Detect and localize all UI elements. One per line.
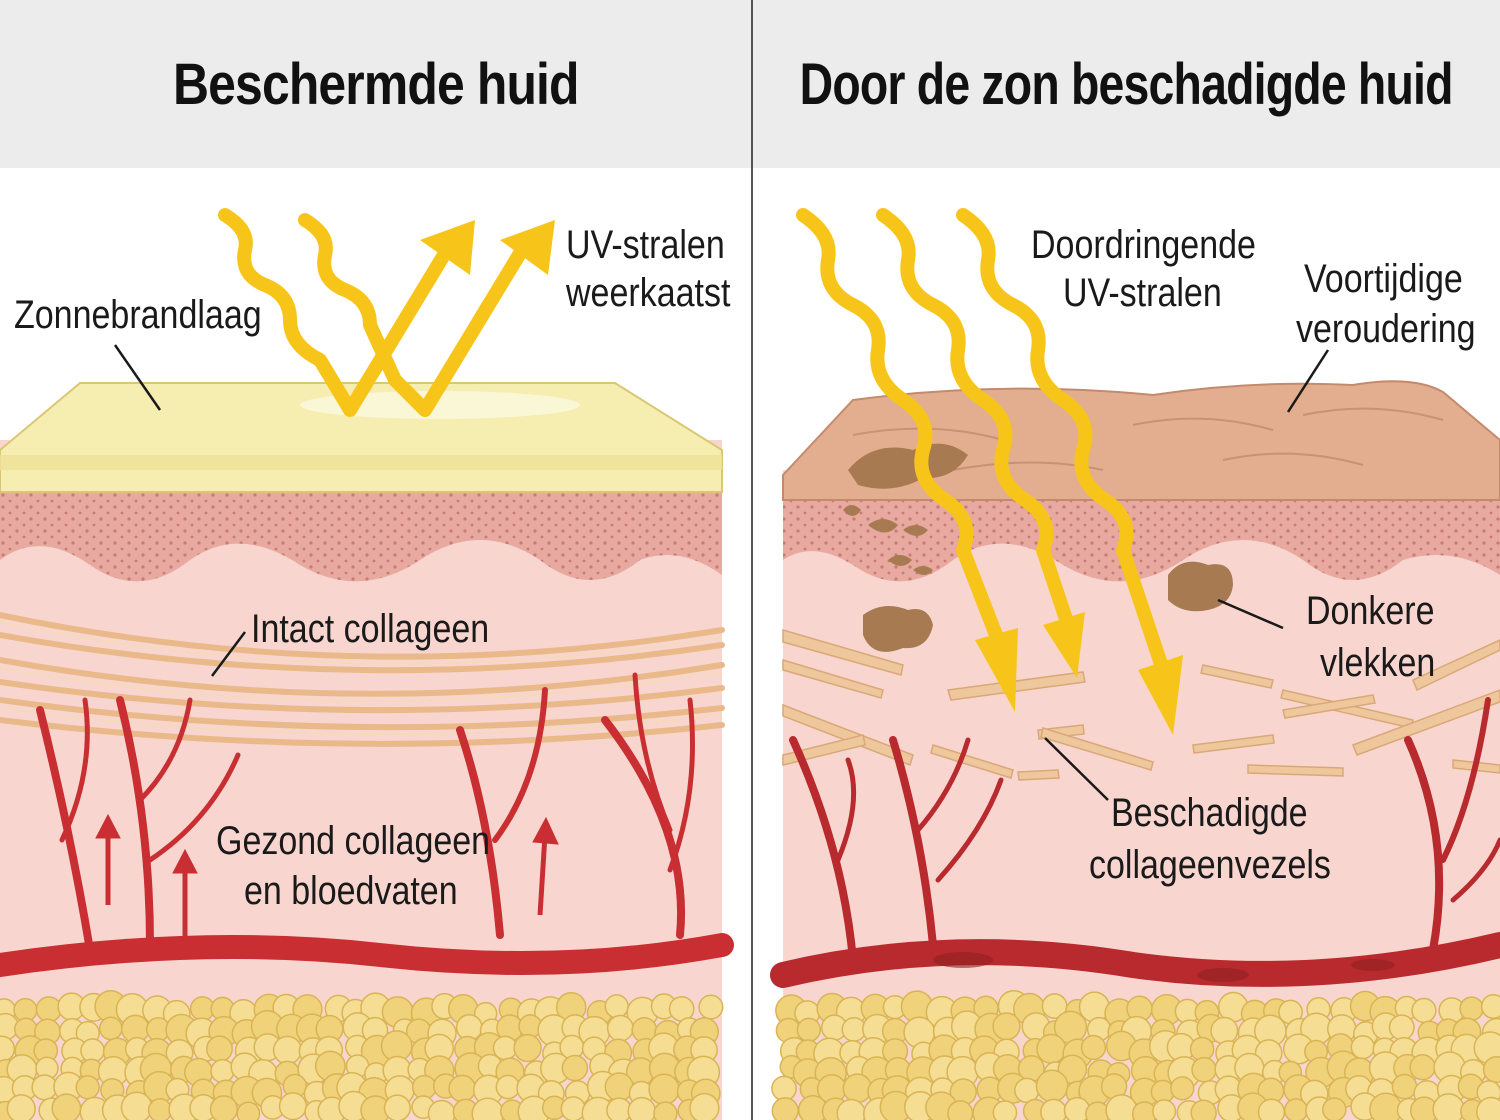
fat-cell xyxy=(1482,1055,1500,1084)
fat-cell xyxy=(1388,1014,1415,1041)
label-damaged-collagen-line1: Beschadigde xyxy=(1111,791,1308,835)
fat-cell xyxy=(842,1073,873,1104)
protected-skin-illustration xyxy=(0,208,734,1120)
fat-cell xyxy=(513,1033,542,1063)
fat-cell xyxy=(1080,1034,1107,1061)
blood-vessels xyxy=(0,672,734,977)
fat-cell xyxy=(236,1101,261,1120)
fat-cell xyxy=(992,1012,1021,1041)
label-uv-reflected-line1: UV-stralen xyxy=(566,223,725,267)
fat-cell xyxy=(1036,1033,1067,1064)
label-premature-aging-line2: veroudering xyxy=(1296,307,1476,351)
fat-cell xyxy=(51,1093,82,1120)
label-intact-collagen: Intact collageen xyxy=(251,607,490,651)
fat-cell xyxy=(1480,994,1500,1020)
fat-cell xyxy=(836,1098,866,1120)
panel-title: Beschermde huid xyxy=(172,51,580,117)
fat-cell xyxy=(1391,1073,1418,1100)
fat-cell xyxy=(606,1014,634,1042)
fat-cell xyxy=(209,1095,238,1120)
fat-layer xyxy=(0,989,724,1120)
dark-spots xyxy=(843,443,1233,652)
label-sunscreen-layer: Zonnebrandlaag xyxy=(14,293,262,337)
fat-cell xyxy=(1432,1093,1465,1120)
fat-cell xyxy=(448,1074,477,1103)
panel-divider xyxy=(751,0,753,1120)
fat-cell xyxy=(278,1092,308,1120)
fat-cell xyxy=(1210,1016,1239,1045)
panel-protected-skin: Beschermde huid xyxy=(0,0,751,1120)
fat-cell xyxy=(771,1097,799,1120)
fat-cell xyxy=(427,1099,456,1120)
uv-rays-penetrating xyxy=(796,208,1170,677)
fat-cell xyxy=(1409,1054,1436,1081)
fat-cell xyxy=(120,1091,153,1120)
fat-cell xyxy=(1035,1069,1069,1103)
fat-cell xyxy=(1322,1097,1347,1120)
fat-cell xyxy=(796,1017,822,1043)
fat-cell xyxy=(1040,1098,1068,1120)
fat-cell xyxy=(1170,1076,1195,1101)
blood-flow-arrows xyxy=(95,813,559,940)
label-healthy-line1: Gezond collageen xyxy=(216,819,491,863)
damaged-skin-illustration xyxy=(770,208,1500,1120)
broken-collagen-fibers xyxy=(782,629,1500,781)
fat-cell xyxy=(604,1072,634,1102)
fat-cell xyxy=(653,1101,678,1120)
fat-cell xyxy=(1152,1099,1177,1120)
fat-layer xyxy=(771,989,1500,1120)
panel-sun-damaged-skin: Door de zon beschadigde huid xyxy=(753,0,1500,1120)
fat-cell xyxy=(1369,1092,1403,1120)
fat-cell xyxy=(1078,991,1111,1023)
fat-cell xyxy=(495,1074,521,1100)
uv-rays-reflected xyxy=(218,208,532,417)
fat-cell xyxy=(31,1074,58,1101)
fat-cell xyxy=(98,1016,123,1041)
fat-cell xyxy=(1459,996,1484,1021)
label-premature-aging-line1: Voortijdige xyxy=(1304,257,1463,301)
fat-cell xyxy=(1191,1056,1217,1083)
panel-header: Beschermde huid xyxy=(0,0,751,168)
fat-cell xyxy=(1257,1098,1286,1120)
label-dark-spots-line2: vlekken xyxy=(1320,641,1436,685)
label-damaged-collagen-line2: collageenvezels xyxy=(1089,843,1331,887)
fat-cell xyxy=(383,1094,411,1120)
fat-cell xyxy=(6,1094,36,1120)
fat-cell xyxy=(1283,1098,1309,1120)
fat-cell xyxy=(698,994,724,1020)
fat-cell xyxy=(272,1035,303,1065)
fat-cell xyxy=(75,1075,100,1100)
fat-cell xyxy=(947,1100,974,1120)
panel-title: Door de zon beschadigde huid xyxy=(800,51,1454,117)
label-penetrating-uv-line2: UV-stralen xyxy=(1063,271,1222,315)
fat-cell xyxy=(992,1100,1018,1120)
fat-cell xyxy=(771,1075,797,1102)
leader-lines xyxy=(113,344,246,677)
label-healthy-line2: en bloedvaten xyxy=(244,869,458,913)
label-uv-reflected-line2: weerkaatst xyxy=(566,271,731,315)
fat-cell xyxy=(648,1073,680,1106)
fat-cell xyxy=(1411,997,1437,1024)
fat-cell xyxy=(1190,1099,1217,1120)
label-dark-spots-line1: Donkere xyxy=(1306,589,1435,633)
fat-cell xyxy=(689,1092,720,1120)
fat-cell xyxy=(560,1096,586,1120)
fat-cell xyxy=(627,1096,657,1120)
label-penetrating-uv-line1: Doordringende xyxy=(1031,223,1256,267)
fat-cell xyxy=(210,1058,235,1084)
fat-cell xyxy=(561,1054,589,1082)
fat-cell xyxy=(1476,1096,1500,1120)
fat-cell xyxy=(206,1035,233,1063)
panel-header: Door de zon beschadigde huid xyxy=(753,0,1500,168)
fat-cell xyxy=(147,1098,173,1120)
fat-cell xyxy=(604,994,629,1019)
leader-lines xyxy=(1044,349,1330,801)
